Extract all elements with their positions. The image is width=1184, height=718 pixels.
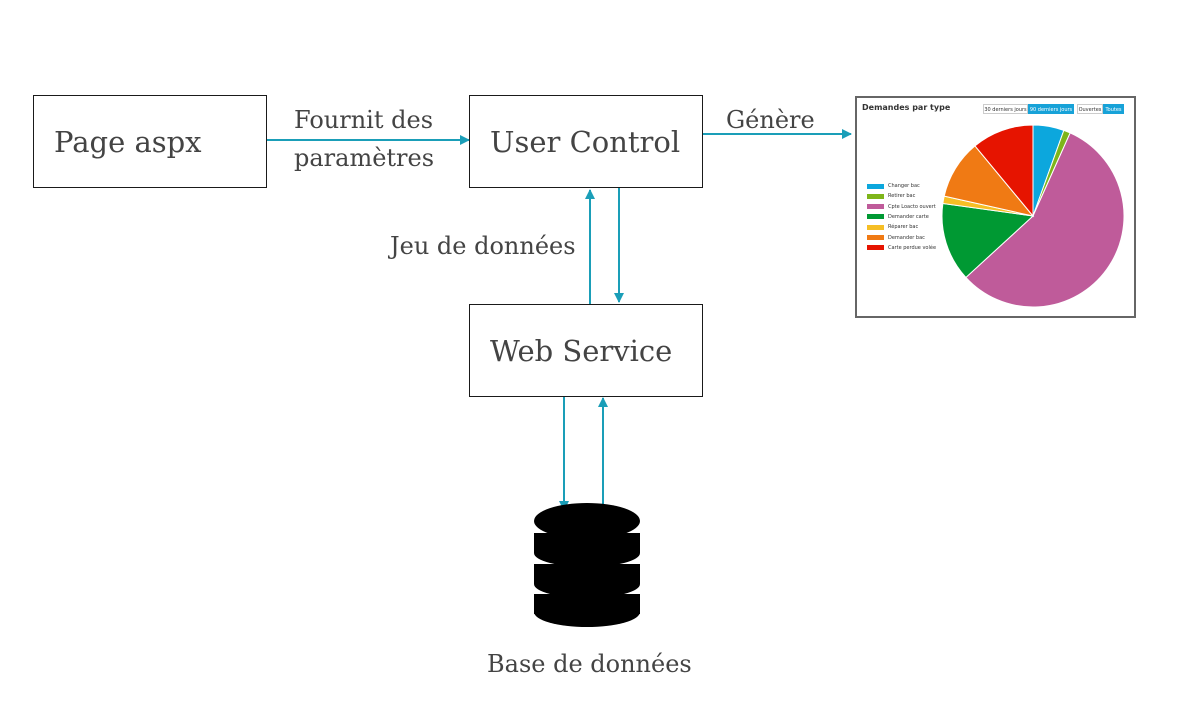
legend-item[interactable]: Changer bac bbox=[867, 182, 920, 190]
legend-label: Cpte Loacto ouvert bbox=[888, 203, 936, 210]
base-de-donnees-label: Base de données bbox=[487, 650, 692, 678]
pie-chart bbox=[941, 124, 1125, 308]
legend-item[interactable]: Cpte Loacto ouvert bbox=[867, 203, 936, 211]
fournit-line-2: paramètres bbox=[294, 144, 435, 172]
web-service-box: Web Service bbox=[469, 304, 703, 397]
pie-slice[interactable] bbox=[941, 202, 1035, 279]
jeu-de-donnees-label: Jeu de données bbox=[390, 232, 576, 260]
page-aspx-box: Page aspx bbox=[33, 95, 267, 188]
database-icon bbox=[534, 503, 640, 627]
legend-swatch bbox=[867, 214, 884, 220]
legend-label: Réparer bac bbox=[888, 224, 919, 231]
legend-label: Demander carte bbox=[888, 213, 929, 220]
chart-title: Demandes par type bbox=[862, 103, 951, 112]
page-aspx-label: Page aspx bbox=[54, 124, 202, 159]
legend-label: Demander bac bbox=[888, 234, 925, 241]
pie-slice[interactable] bbox=[965, 132, 1125, 308]
chart-filter-button-1[interactable]: 90 derniers jours bbox=[1028, 104, 1074, 114]
legend-label: Retirer bac bbox=[888, 193, 916, 200]
legend-swatch bbox=[867, 193, 884, 199]
user-control-label: User Control bbox=[490, 124, 681, 159]
legend-label: Changer bac bbox=[888, 183, 920, 189]
legend-item[interactable]: Retirer bac bbox=[867, 192, 915, 200]
chart-filter-button-3[interactable]: Toutes bbox=[1103, 104, 1124, 114]
pie-slice[interactable] bbox=[974, 124, 1034, 218]
web-service-label: Web Service bbox=[490, 333, 673, 368]
legend-item[interactable]: Carte perdue volée bbox=[867, 244, 936, 252]
legend-swatch bbox=[867, 204, 884, 210]
legend-item[interactable]: Demander carte bbox=[867, 213, 929, 221]
legend-swatch bbox=[867, 183, 884, 189]
legend-swatch bbox=[867, 235, 884, 240]
legend-item[interactable]: Réparer bac bbox=[867, 223, 918, 231]
user-control-box: User Control bbox=[469, 95, 703, 188]
legend-label: Carte perdue volée bbox=[888, 244, 937, 251]
chart-filter-button-0[interactable]: 30 derniers jours bbox=[983, 104, 1028, 114]
chart-filter-button-2[interactable]: Ouvertes bbox=[1077, 104, 1103, 114]
fournit-line-1: Fournit des bbox=[294, 106, 434, 134]
legend-item[interactable]: Demander bac bbox=[867, 234, 925, 242]
legend-swatch bbox=[867, 224, 884, 230]
genere-label: Génère bbox=[726, 106, 815, 134]
fournit-label: Fournit des paramètres bbox=[294, 101, 434, 177]
legend-swatch bbox=[867, 245, 884, 251]
